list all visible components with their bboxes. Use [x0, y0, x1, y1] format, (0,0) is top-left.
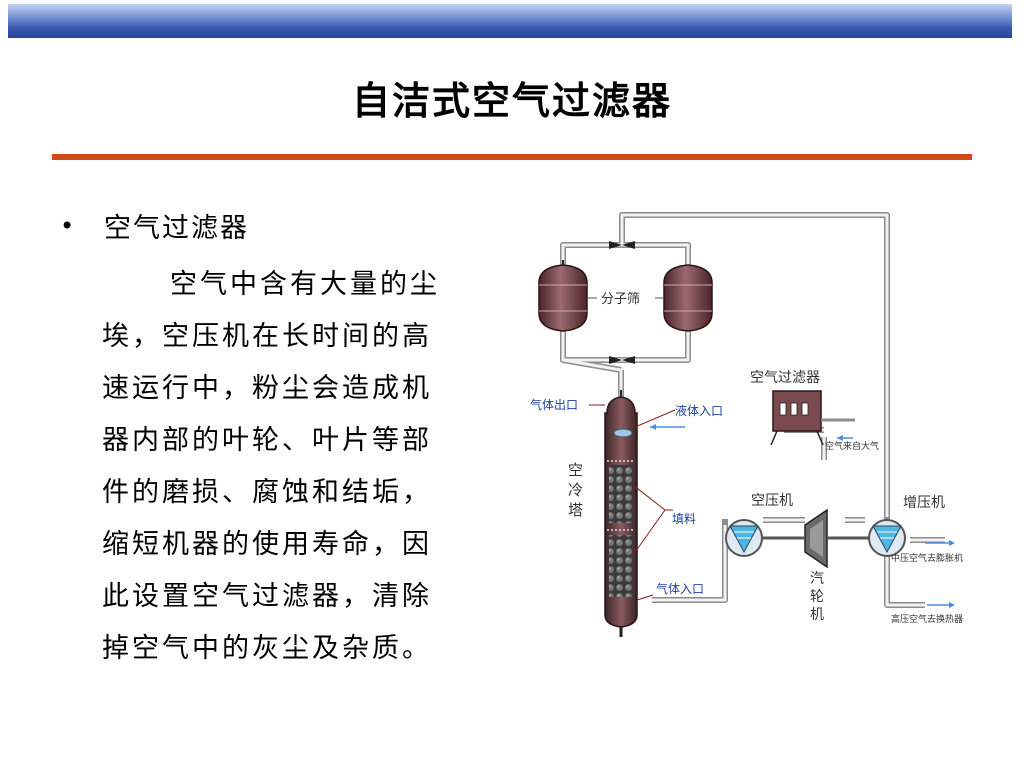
paragraph-line: 空气中含有大量的尘 [170, 269, 440, 300]
turbine-label-char: 汽 [810, 571, 824, 587]
process-flow-diagram: 分子筛 气体出口 液体入口 填料 气体入口 空 冷 塔 空气过滤器 空气来 [530, 212, 963, 637]
spray-nozzle-icon [613, 428, 633, 438]
paragraph-line: 埃，空压机在长时间的高 [102, 321, 432, 352]
booster-compressor-icon [868, 519, 906, 557]
tower-label-char: 冷 [568, 481, 583, 499]
paragraph-line: 件的磨损、腐蚀和结垢， [102, 477, 432, 508]
steam-turbine-icon [804, 508, 828, 569]
valve-icon [609, 241, 635, 364]
molecular-sieve-vessel-right [663, 264, 713, 332]
packing-bed-upper [609, 465, 633, 523]
booster-label: 增压机 [903, 495, 945, 511]
liquid-inlet-label: 液体入口 [675, 403, 723, 418]
paragraph-line: 掉空气中的灰尘及杂质。 [102, 633, 432, 664]
title-divider [52, 154, 972, 160]
paragraph-line: 器内部的叶轮、叶片等部 [102, 425, 432, 456]
packing-label: 填料 [672, 512, 696, 526]
paragraph-line: 此设置空气过滤器，清除 [102, 581, 432, 612]
leader-lines [589, 404, 676, 601]
tower-label-char: 塔 [568, 501, 583, 519]
turbine-label-char: 轮 [810, 589, 824, 605]
page-title: 自洁式空气过滤器 [351, 78, 672, 123]
bullet-heading: 空气过滤器 [104, 213, 249, 244]
molecular-sieve-vessel-left [538, 260, 588, 332]
packing-bed-lower [609, 535, 633, 597]
bullet-dot-icon: • [60, 212, 75, 240]
air-cooling-tower [604, 390, 638, 637]
gas-inlet-label: 气体入口 [656, 581, 704, 596]
hp-air-label: 高压空气去换热器 [891, 613, 963, 625]
air-filter-label: 空气过滤器 [750, 370, 820, 386]
paragraph-line: 速运行中，粉尘会造成机 [102, 373, 432, 404]
mp-air-label: 中压空气去膨胀机 [891, 552, 963, 564]
air-compressor-label: 空压机 [751, 493, 793, 509]
air-filter-unit [770, 390, 824, 446]
air-compressor-icon [725, 519, 763, 557]
tower-label-char: 空 [568, 461, 583, 479]
turbine-label-char: 机 [810, 607, 824, 623]
top-decorative-band [8, 4, 1012, 38]
air-from-atmosphere-label: 空气来自大气 [825, 440, 879, 452]
molecular-sieve-label: 分子筛 [601, 292, 640, 307]
paragraph-line: 缩短机器的使用寿命，因 [102, 529, 432, 560]
gas-outlet-label: 气体出口 [530, 397, 578, 412]
